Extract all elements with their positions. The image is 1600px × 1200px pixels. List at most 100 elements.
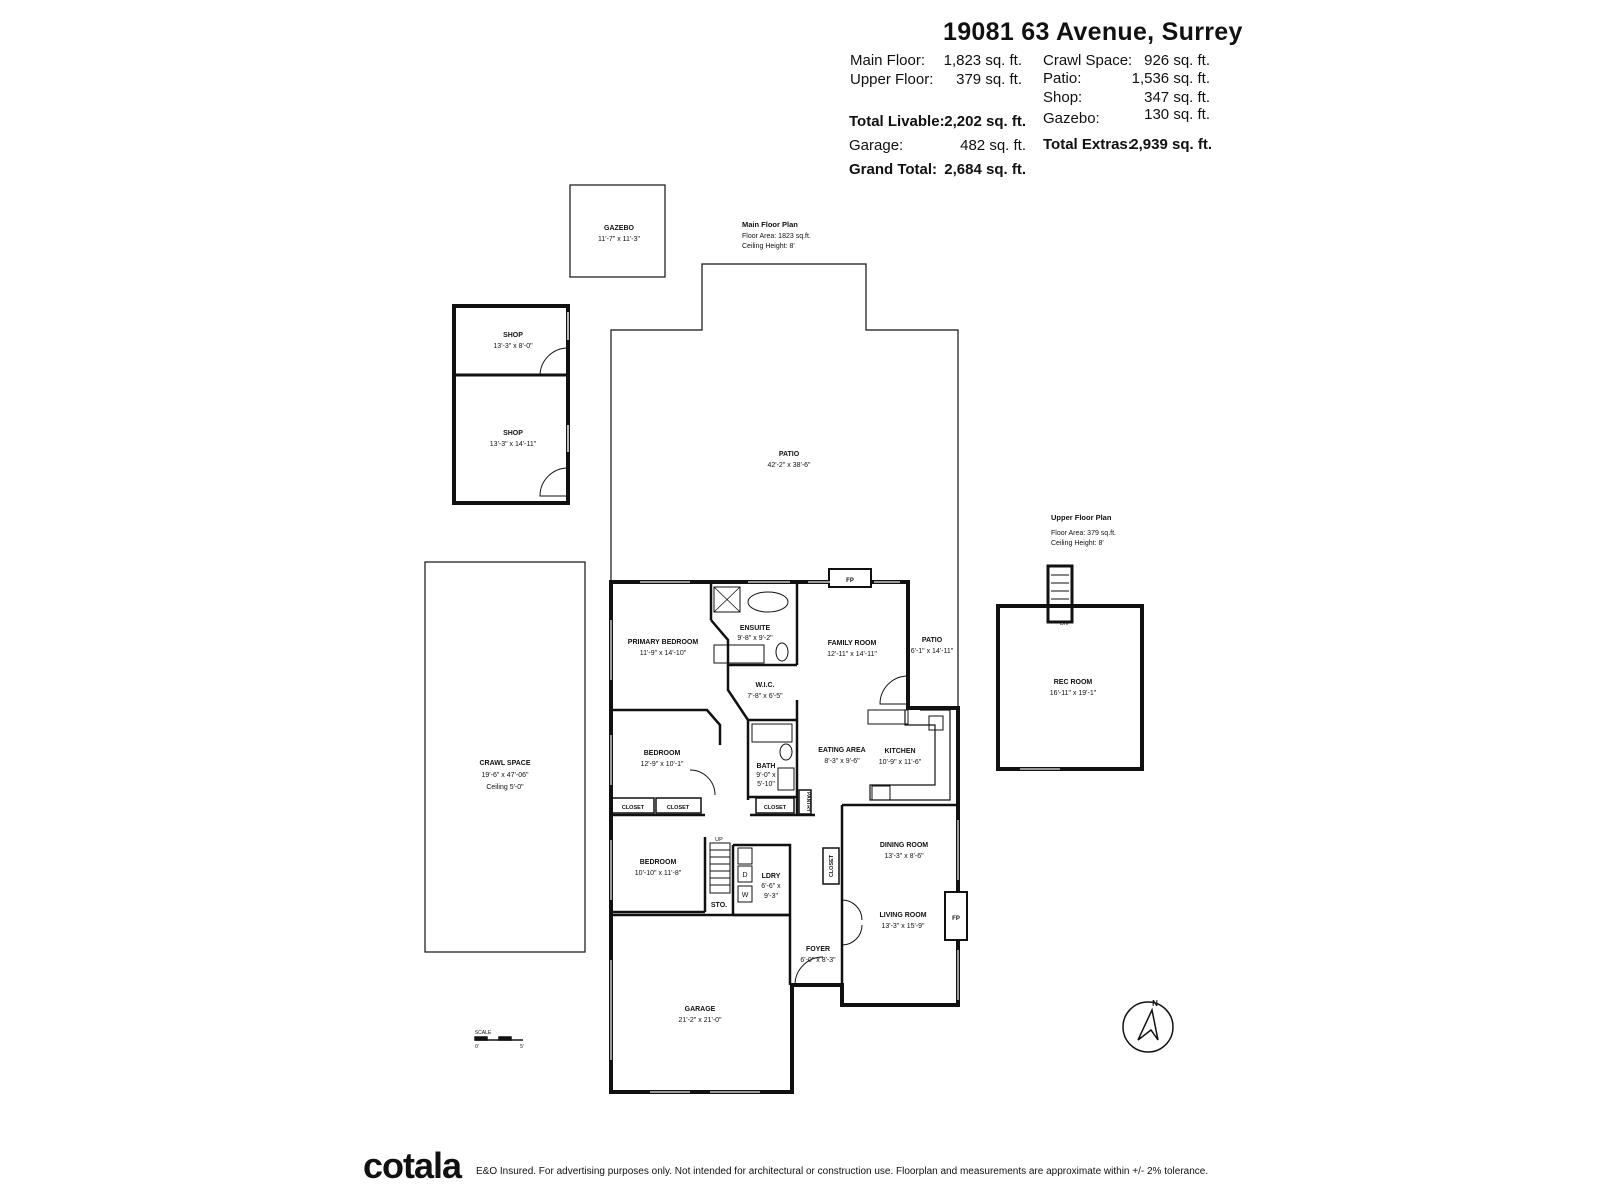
stove	[871, 785, 891, 801]
family-room-dims: 12'-11" x 14'-11"	[827, 651, 877, 658]
shop-door-swing	[539, 347, 569, 377]
stairs-up-label: UP	[715, 837, 723, 843]
main-plan-title: Main Floor Plan	[742, 220, 798, 229]
scale-label: SCALE	[475, 1030, 492, 1036]
dining-room-name: DINING ROOM	[880, 842, 928, 849]
closet-box	[655, 797, 702, 814]
garage-name: GARAGE	[685, 1006, 716, 1013]
upper-plan-area: Floor Area: 379 sq.ft.	[1051, 530, 1116, 537]
bedroom2-name: BEDROOM	[640, 859, 677, 866]
living-room-dims: 13'-3" x 15'-9"	[881, 923, 925, 930]
north-arrow-circle	[1122, 1001, 1174, 1053]
main-stairs	[709, 842, 731, 894]
washer	[737, 885, 753, 903]
main-house-exterior-walls	[609, 580, 960, 1094]
patio-label: Patio:	[1043, 70, 1082, 87]
shop2-dims: 13'-3" x 14'-11"	[490, 441, 537, 448]
bedroom2-dims: 10'-10" x 11'-8"	[635, 870, 682, 877]
bath-toilet	[779, 743, 793, 761]
patio-name: PATIO	[779, 451, 800, 458]
upper-floor-label: Upper Floor:	[850, 71, 934, 88]
bath-tub	[751, 723, 793, 743]
interior-walls	[611, 582, 958, 985]
total-livable-label: Total Livable:	[849, 113, 945, 130]
kitchen-sink	[928, 715, 944, 731]
crawl-space-outline	[424, 561, 586, 953]
patio-value: 1,536 sq. ft.	[1131, 70, 1210, 87]
kitchen-counter	[869, 709, 951, 801]
side-patio-dims: 6'-1" x 14'-11"	[911, 648, 954, 655]
bath-dims: 9'-0" x	[756, 772, 776, 779]
bedroom1-dims: 12'-9" x 10'-1"	[640, 761, 684, 768]
scale-zero-label: 0'	[475, 1044, 479, 1050]
dryer	[737, 865, 753, 883]
crawl-name: CRAWL SPACE	[479, 760, 530, 767]
primary-bedroom-dims: 11'-9" x 14'-10"	[640, 650, 687, 657]
shop-label: Shop:	[1043, 89, 1083, 106]
shop1-dims: 13'-3" x 8'-0"	[493, 343, 533, 350]
primary-bedroom-name: PRIMARY BEDROOM	[628, 639, 699, 646]
pantry-box	[798, 789, 812, 815]
family-fireplace	[828, 568, 872, 588]
dining-room-dims: 13'-3" x 8'-6"	[884, 853, 924, 860]
upper-plan-ceiling: Ceiling Height: 8'	[1051, 540, 1104, 547]
shop2-name: SHOP	[503, 430, 523, 437]
patio-door-swing	[879, 675, 909, 705]
bathtub	[747, 591, 789, 613]
front-door-swing	[794, 956, 824, 986]
dryer-label: D	[742, 872, 747, 879]
bath-vanity	[777, 767, 795, 791]
scale-bar	[474, 1036, 523, 1041]
grand-total-value: 2,684 sq. ft.	[944, 161, 1026, 178]
family-fp-label: FP	[846, 578, 854, 584]
crawl-dims: 19'-6" x 47'-06"	[482, 772, 529, 779]
shop1-name: SHOP	[503, 332, 523, 339]
pantry-label: PANTRY	[805, 792, 811, 813]
shower	[713, 586, 741, 613]
patio-dims: 42'-2" x 38'-6"	[767, 462, 811, 469]
eating-area-name: EATING AREA	[818, 747, 865, 754]
upper-stairs	[1046, 564, 1074, 624]
gazebo-label: Gazebo:	[1043, 110, 1100, 127]
closet-box	[611, 797, 655, 814]
shop-door-swing	[539, 467, 569, 497]
side-patio-name: PATIO	[922, 637, 943, 644]
area-summary: 19081 63 Avenue, Surrey Main Floor: 1,82…	[0, 0, 1600, 200]
foyer-name: FOYER	[806, 946, 830, 953]
bedroom1-name: BEDROOM	[644, 750, 681, 757]
disclaimer-text: E&O Insured. For advertising purposes on…	[476, 1166, 1209, 1177]
main-plan-area: Floor Area: 1823 sq.ft.	[742, 233, 811, 240]
crawl-ceiling: Ceiling 5'-0"	[486, 784, 524, 791]
washer-label: W	[742, 892, 749, 899]
entry-closet-label: CLOSET	[829, 854, 835, 877]
cotala-logo: cotala	[363, 1145, 462, 1186]
garage-label: Garage:	[849, 137, 904, 154]
living-fp-label: FP	[952, 916, 960, 922]
living-room-name: LIVING ROOM	[879, 912, 926, 919]
rec-room-dims: 16'-11" x 19'-1"	[1050, 690, 1097, 697]
gazebo-name: GAZEBO	[604, 225, 635, 232]
gazebo-value: 130 sq. ft.	[1144, 106, 1210, 123]
door-swing	[841, 924, 863, 946]
main-floor-value: 1,823 sq. ft.	[943, 52, 1022, 69]
door-swing	[689, 769, 716, 796]
shop-value: 347 sq. ft.	[1144, 89, 1210, 106]
wic-name: W.I.C.	[755, 682, 774, 689]
entry-closet-box	[822, 847, 840, 885]
ldry-dims: 6'-6" x	[761, 883, 781, 890]
ensuite-vanity	[713, 644, 765, 664]
upper-floor-outline	[996, 604, 1144, 771]
main-plan-ceiling: Ceiling Height: 8'	[742, 243, 795, 250]
scale-five-label: 5'	[520, 1044, 524, 1050]
closet-box	[755, 797, 795, 814]
gazebo-dims: 11'-7" x 11'-3"	[598, 236, 641, 243]
windows	[610, 581, 959, 1093]
main-floor-label: Main Floor:	[850, 52, 926, 69]
garage-value: 482 sq. ft.	[960, 137, 1026, 154]
crawl-space-value: 926 sq. ft.	[1144, 52, 1210, 69]
eating-area-dims: 8'-3" x 9'-6"	[824, 758, 860, 765]
closet-label: CLOSET	[764, 805, 787, 811]
door-swing	[841, 899, 863, 921]
closet-label: CLOSET	[667, 805, 690, 811]
